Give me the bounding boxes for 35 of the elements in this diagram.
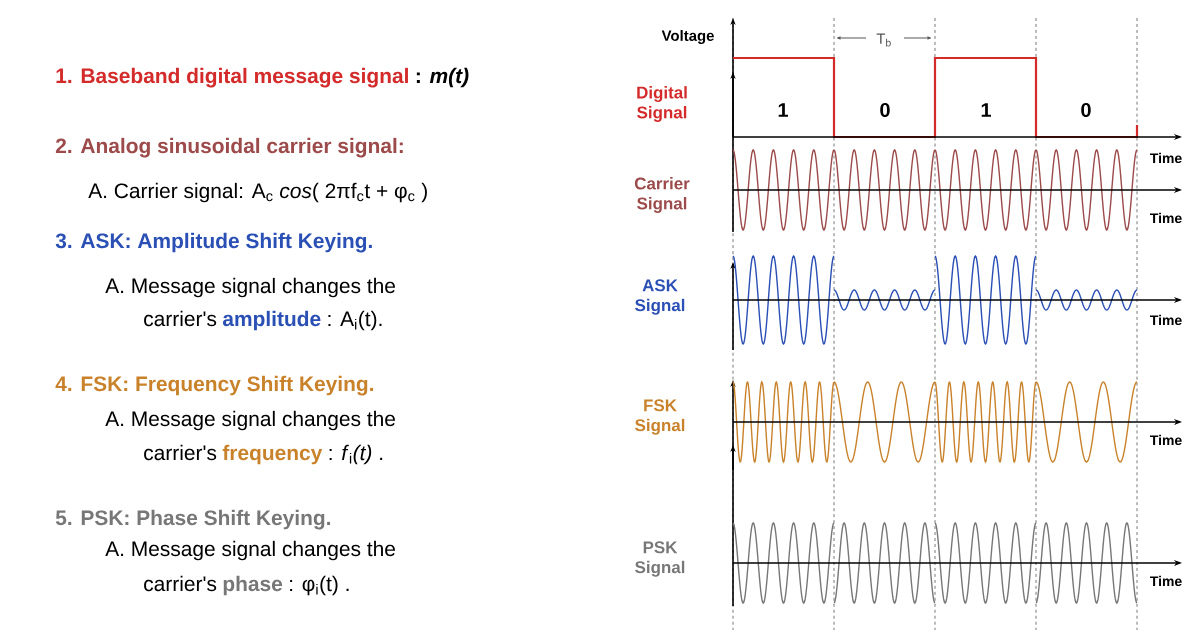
axis-label: Time [1150,314,1182,326]
list-item: carrier's [144,575,217,592]
dimension-label: T$_{b}$ [876,33,891,47]
formula-text: : φ$_{i}$(t) . [290,575,349,596]
formula-text: : A$_{i}$(t). [328,310,382,331]
list-heading: 1. Baseband digital message signal [56,67,408,88]
list-item: carrier's [144,444,217,461]
signal-label: ASK Signal [635,279,685,315]
bit-value: 0 [1081,102,1091,118]
bit-value: 1 [981,103,991,117]
formula-text: : m(t) [416,67,469,88]
list-heading: 4. FSK: Frequency Shift Keying. [55,375,374,396]
signal-label: FSK Signal [635,399,685,435]
list-heading: 5. PSK: Phase Shift Keying. [55,509,331,530]
signal-label: PSK Signal [635,541,685,577]
signal-label: Carrier Signal [634,177,690,213]
keyword: amplitude [222,310,321,331]
axis-label: Voltage [661,30,714,44]
axis-label: Time [1150,575,1182,587]
keyword: frequency [222,444,323,465]
formula-text: : f$_{i}$(t) . [329,444,383,465]
bit-value: 1 [778,103,788,117]
list-item: A. Carrier signal: A$_{c}$ cos( 2πf$_{c}$t + φ$_{c}$ ) [88,182,427,203]
list-heading: 2. Analog sinusoidal carrier signal: [55,137,403,158]
list-heading: 3. ASK: Amplitude Shift Keying. [55,232,372,253]
axis-label: Time [1150,212,1182,224]
signal-label: Digital Signal [637,86,687,122]
list-item: A. Message signal changes the [105,410,395,431]
list-item: A. Message signal changes the [105,277,395,298]
list-item: carrier's [144,310,217,327]
keyword: phase [223,575,283,596]
bit-value: 0 [880,102,890,118]
axis-label: Time [1150,434,1182,446]
axis-label: Time [1150,152,1182,164]
list-item: A. Message signal changes the [105,540,395,561]
